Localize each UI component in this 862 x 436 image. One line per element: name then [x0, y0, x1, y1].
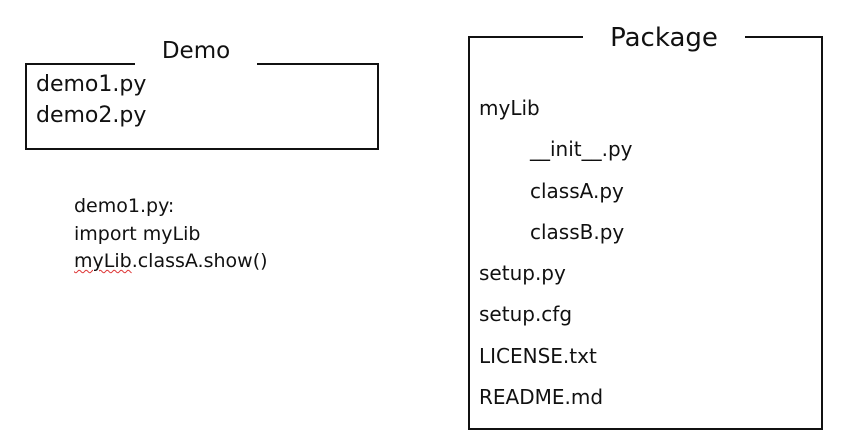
package-file-item: setup.py	[479, 261, 566, 286]
package-file-item: README.md	[479, 385, 604, 410]
spellcheck-squiggle-word: myLib	[74, 250, 132, 272]
code-line: demo1.py:	[74, 195, 175, 217]
code-line: myLib.classA.show()	[74, 248, 268, 276]
package-file-item: __init__.py	[530, 137, 633, 162]
package-file-item: classB.py	[530, 219, 625, 244]
package-file-item: setup.cfg	[479, 302, 573, 327]
code-snippet: demo1.py: import myLib myLib.classA.show…	[74, 193, 268, 276]
demo-file-list: demo1.py demo2.py	[36, 69, 146, 131]
package-file-item: classA.py	[530, 178, 624, 203]
package-title: Package	[583, 18, 745, 58]
package-file-item: LICENSE.txt	[479, 343, 597, 368]
code-line-rest: .classA.show()	[131, 250, 268, 272]
code-line: import myLib	[74, 222, 201, 245]
demo-title: Demo	[135, 35, 257, 67]
package-folder-mylib: myLib	[479, 96, 540, 120]
demo-file-item: demo1.py	[36, 72, 147, 97]
package-file-list: myLib __init__.py classA.py classB.py se…	[479, 88, 633, 418]
demo-file-item: demo2.py	[36, 103, 147, 128]
